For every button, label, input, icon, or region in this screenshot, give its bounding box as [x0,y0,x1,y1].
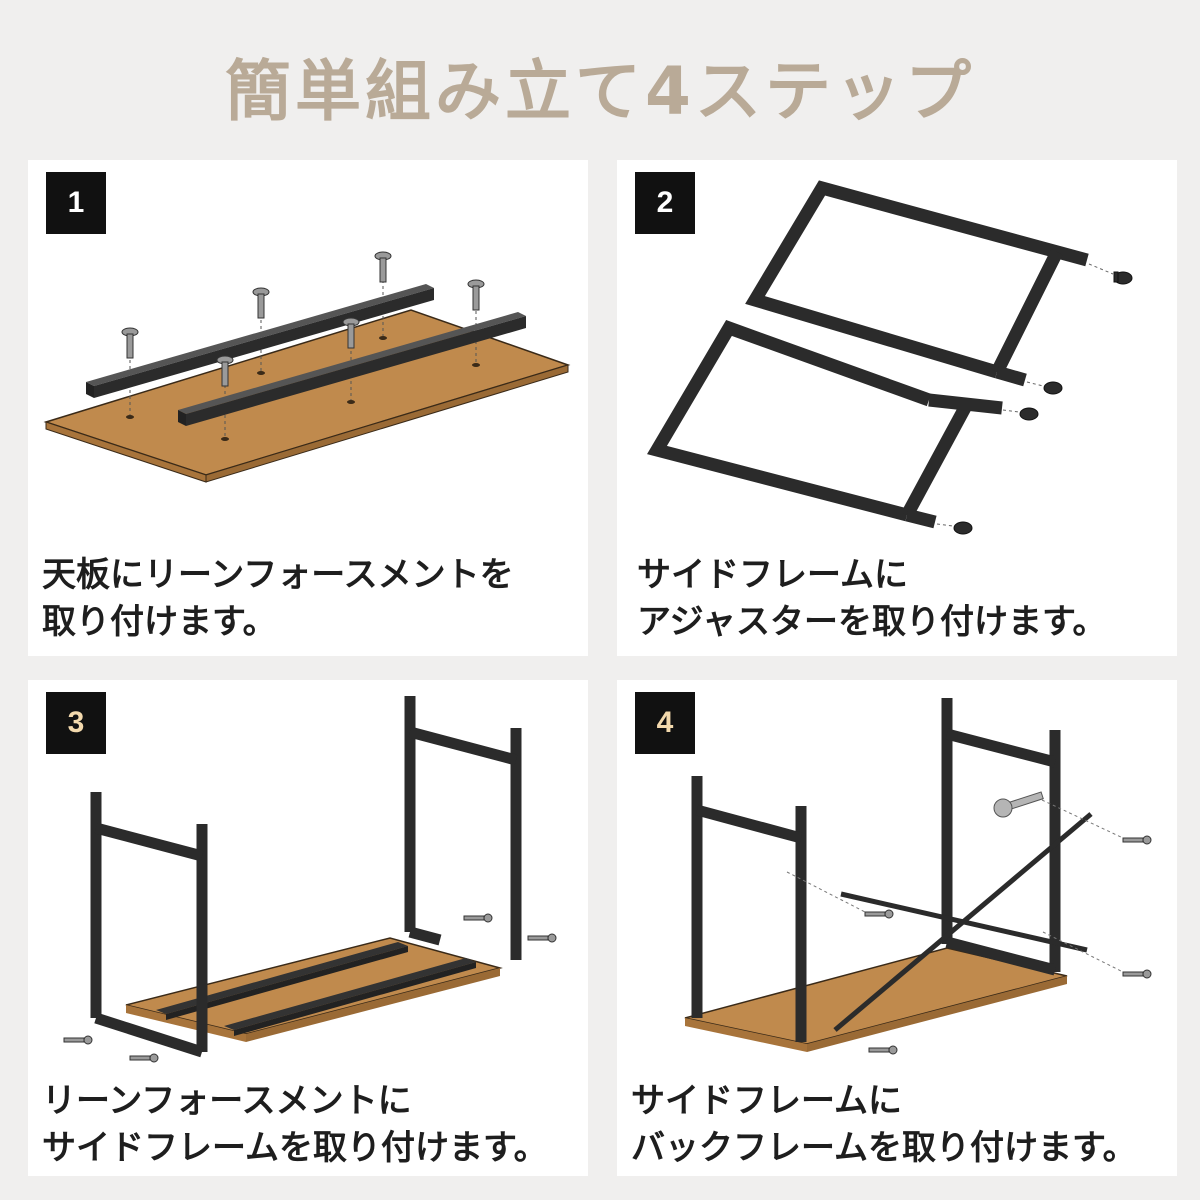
page-title: 簡単組み立て4ステップ [225,53,975,130]
step-number-badge: 4 [635,692,695,754]
step-3-illustration [63,696,557,1063]
screw-icon [63,913,557,1063]
adjuster-foot-icon [953,271,1133,535]
step-number-badge: 3 [46,692,106,754]
wrench-icon [993,791,1044,818]
step-2-panel: 2 サイドフレームに アジャスターを取り付けます。 [617,160,1177,656]
step-number-badge: 1 [46,172,106,234]
step-3-caption: リーンフォースメントに サイドフレームを取り付けます。 [42,1081,548,1168]
step-3-panel: 3 リーンフォースメントに サイドフレームを取り付けます。 [28,680,588,1176]
step-4-panel: 4 サイドフレームに バックフレームを取り付けます。 [617,680,1177,1176]
step-4-caption: サイドフレームに バックフレームを取り付けます。 [631,1081,1137,1168]
step-1-panel: 1 天板にリーンフォースメントを 取り付けます。 [28,160,588,656]
step-1-illustration [43,251,571,483]
step-2-caption: サイドフレームに アジャスターを取り付けます。 [637,555,1107,642]
step-number-badge: 2 [635,172,695,234]
step-1-caption: 天板にリーンフォースメントを 取り付けます。 [42,555,514,642]
step-2-illustration [647,180,1133,535]
screw-icon [121,251,485,387]
step-4-illustration [684,698,1152,1055]
screw-icon [864,835,1152,1055]
